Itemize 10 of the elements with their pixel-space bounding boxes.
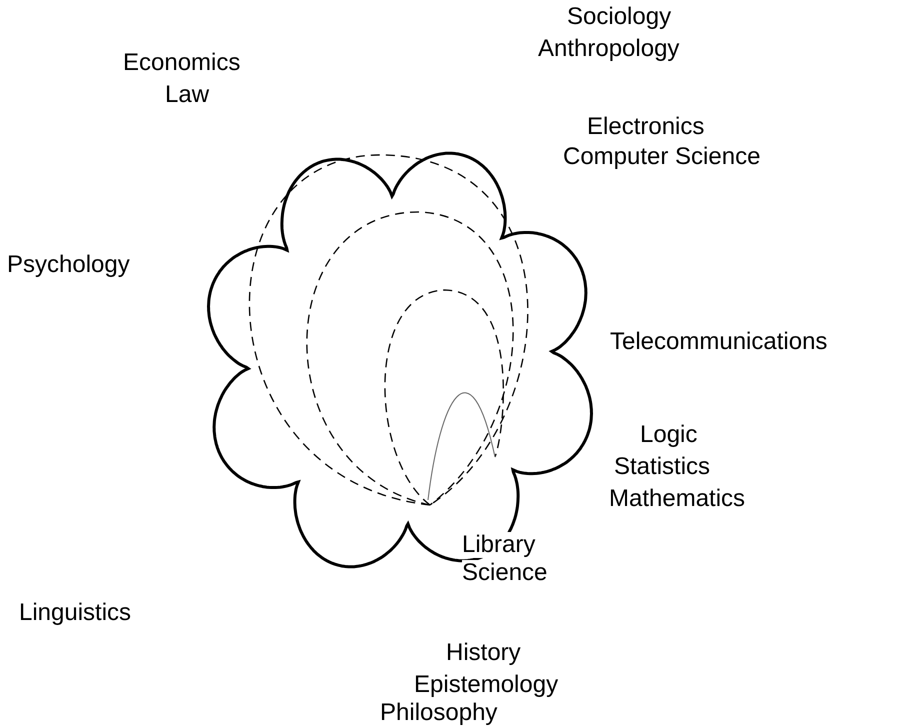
discipline-label: History (446, 640, 521, 666)
discipline-label: Linguistics (19, 600, 132, 626)
discipline-label: Philosophy (380, 700, 498, 726)
discipline-label: Computer Science (563, 144, 760, 170)
discipline-label: Sociology (567, 4, 672, 30)
discipline-label: Anthropology (538, 36, 680, 62)
discipline-label: Psychology (7, 252, 130, 278)
discipline-label: Logic (640, 422, 698, 448)
discipline-label: Library (462, 532, 536, 558)
discipline-label: Epistemology (414, 672, 558, 698)
